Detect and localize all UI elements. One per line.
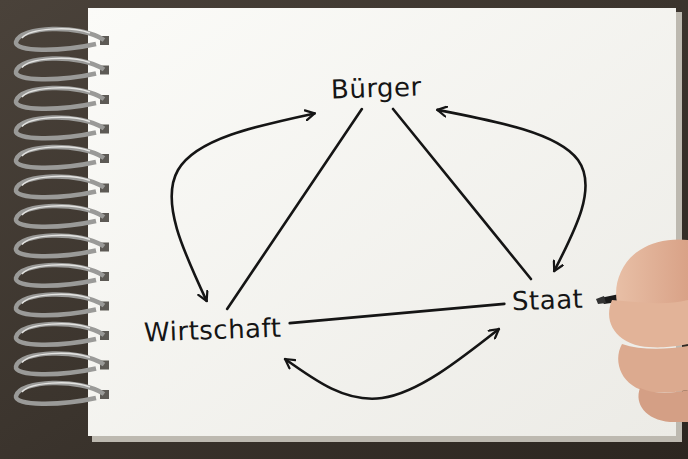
triangle-side: [393, 109, 531, 279]
spiral-coil: [16, 88, 104, 109]
coil-highlight: [22, 117, 90, 126]
spiral-coil: [16, 176, 104, 197]
node-label: Bürger: [325, 69, 428, 107]
triangle-side: [227, 109, 362, 309]
spiral-coil: [16, 353, 104, 374]
spiral-coil: [16, 324, 104, 345]
coil-highlight: [22, 206, 90, 215]
index-finger: [609, 300, 688, 347]
spiral-coil: [16, 147, 104, 168]
middle-finger: [618, 344, 688, 393]
pen-tip: [596, 296, 606, 304]
spiral-coil: [16, 117, 104, 138]
handwritten-word: Wirtschaft: [144, 313, 282, 348]
coil-highlight: [22, 324, 90, 333]
spiral-coil: [16, 58, 104, 79]
spiral-binding: [16, 29, 109, 404]
coil-highlight: [22, 235, 90, 244]
handwritten-word: Bürger: [330, 71, 422, 104]
double-arrow: [172, 113, 315, 301]
spiral-coil: [16, 206, 104, 227]
double-arrow: [437, 110, 585, 271]
spiral-coil: [16, 294, 104, 315]
coil-highlight: [22, 383, 90, 392]
coil-highlight: [22, 58, 90, 67]
coil-highlight: [22, 147, 90, 156]
notebook-page: [88, 8, 676, 436]
handwritten-word: Staat: [512, 284, 584, 316]
double-arrow: [285, 329, 499, 399]
coil-highlight: [22, 176, 90, 185]
node-label: Staat: [506, 281, 589, 319]
triangle-side: [290, 304, 505, 323]
coil-highlight: [22, 294, 90, 303]
spiral-coil: [16, 29, 104, 50]
coil-highlight: [22, 265, 90, 274]
node-label: Wirtschaft: [138, 311, 287, 349]
coil-highlight: [22, 88, 90, 97]
coil-highlight: [22, 29, 90, 38]
ring-finger: [638, 388, 688, 422]
spiral-coil: [16, 235, 104, 256]
hand-with-pen: [596, 239, 688, 422]
spiral-coil: [16, 383, 104, 404]
spiral-coil: [16, 265, 104, 286]
coil-highlight: [22, 353, 90, 362]
